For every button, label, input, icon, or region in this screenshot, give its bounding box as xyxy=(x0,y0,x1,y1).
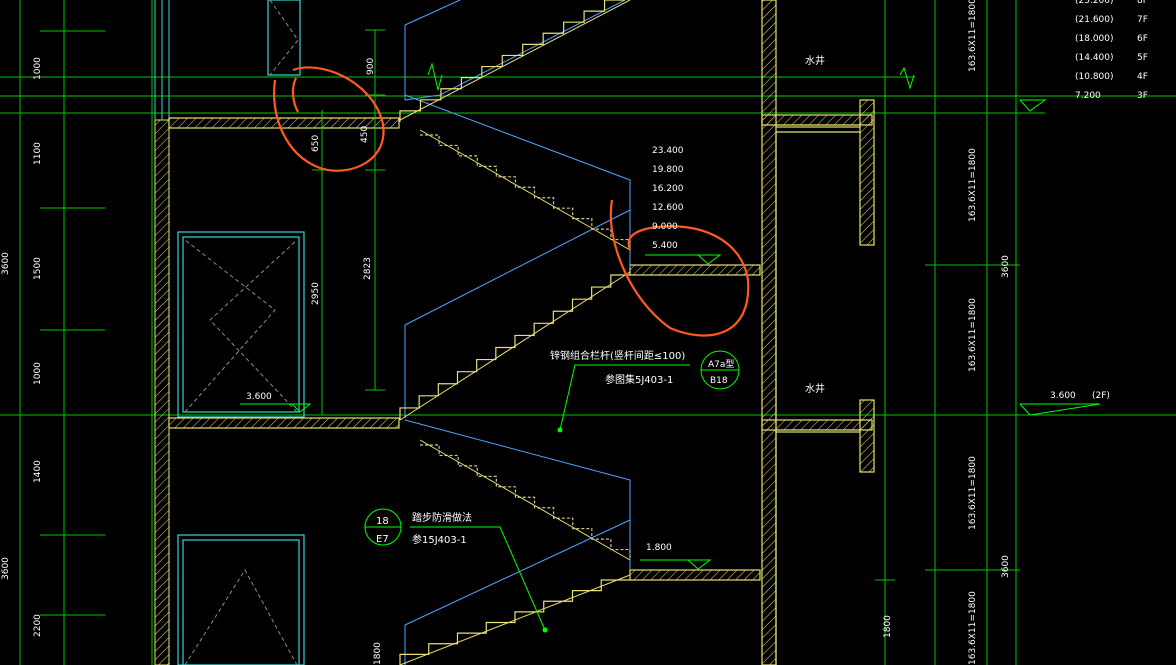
step-callout-bottom: E7 xyxy=(376,534,389,545)
left-dim-2: 1100 xyxy=(33,142,43,165)
railing-callout-bottom: B18 xyxy=(710,376,728,386)
stair-step-run xyxy=(399,579,630,665)
window-swings xyxy=(184,0,299,665)
stair-step-run xyxy=(420,444,631,560)
review-markups xyxy=(273,66,750,337)
elevation-stack-item: 23.400 xyxy=(652,146,684,156)
dimension-lines xyxy=(312,0,936,665)
inner-dim-2823: 2823 xyxy=(363,257,373,280)
right-dim-3: 3600 xyxy=(1001,255,1011,278)
floor-table-floor: 4F xyxy=(1137,72,1148,82)
right-dim-6: 3600 xyxy=(1001,555,1011,578)
inner-dim-1800b: 1800 xyxy=(373,642,383,665)
leader-lines xyxy=(364,350,740,633)
left-dim-1: 1000 xyxy=(33,57,43,80)
stair-step-run xyxy=(399,0,625,122)
floor-slabs xyxy=(168,114,873,581)
right-dim-1: 163.6X11=1800 xyxy=(968,0,978,72)
floor-table-elev: 7.200 xyxy=(1075,91,1101,101)
markup-tick xyxy=(291,77,299,113)
left-dim-6: 1400 xyxy=(33,460,43,483)
landing-level-3600: 3.600 xyxy=(246,392,272,402)
floor-table-floor: 7F xyxy=(1137,15,1148,25)
inner-dim-900: 900 xyxy=(366,58,376,75)
elevation-stack-item: 12.600 xyxy=(652,203,684,213)
step-ref: 参15J403-1 xyxy=(412,533,467,546)
left-wall xyxy=(154,0,170,665)
elevation-stack: 23.400 19.800 16.200 12.600 9.000 5.400 xyxy=(652,146,684,251)
floor-table-elev: (18.000) xyxy=(1075,34,1114,44)
grid-ticks xyxy=(40,30,1020,616)
floor-table: (25.200) 8F (21.600) 7F (18.000) 6F (14.400) 5F… xyxy=(1075,0,1148,101)
floor-table-floor: 6F xyxy=(1137,34,1148,44)
right-level-floor: (2F) xyxy=(1092,391,1110,401)
elevation-stack-item: 16.200 xyxy=(652,184,684,194)
break-lines xyxy=(427,62,915,91)
floor-table-floor: 3F xyxy=(1137,91,1148,101)
right-walls xyxy=(761,0,875,665)
railing-callout-top: A7a型 xyxy=(708,359,734,370)
left-dim-4: 1500 xyxy=(33,257,43,280)
step-note: 踏步防滑做法 xyxy=(412,511,472,524)
landing-level-1800: 1.800 xyxy=(646,543,672,553)
inner-dim-2950: 2950 xyxy=(311,282,321,305)
left-dim-8: 2200 xyxy=(33,614,43,637)
left-dim-7: 3600 xyxy=(1,557,11,580)
inner-dim-450: 450 xyxy=(360,126,370,143)
step-callout-top: 18 xyxy=(376,516,389,527)
elevation-stack-item: 5.400 xyxy=(652,241,678,251)
left-dim-3: 3600 xyxy=(1,252,11,275)
left-dim-5: 1000 xyxy=(33,362,43,385)
inner-dim-1800a: 1800 xyxy=(883,615,893,638)
floor-table-elev: (10.800) xyxy=(1075,72,1114,82)
right-dim-5: 163.6X11=1800 xyxy=(968,456,978,530)
elevation-stack-item: 9.000 xyxy=(652,222,678,232)
stair-step-run xyxy=(420,134,631,250)
markup-circle-top xyxy=(273,66,385,172)
railing-ref: 参图集5J403-1 xyxy=(605,373,673,386)
window-frames xyxy=(177,0,305,665)
right-dim-4: 163.6X11=1800 xyxy=(968,298,978,372)
elevation-stack-item: 19.800 xyxy=(652,165,684,175)
floor-table-elev: (25.200) xyxy=(1075,0,1114,6)
railing-note: 锌钢组合栏杆(竖杆间距≤100) xyxy=(550,349,685,362)
water-shaft-label-bottom: 水井 xyxy=(805,382,825,395)
floor-table-elev: (21.600) xyxy=(1075,15,1114,25)
stair-steps xyxy=(399,0,631,665)
right-level-value: 3.600 xyxy=(1050,391,1076,401)
water-shaft-label-top: 水井 xyxy=(805,54,825,67)
right-dim-2: 163.6X11=1800 xyxy=(968,148,978,222)
stair-soffits xyxy=(399,0,631,665)
right-dim-7: 163.6X11=1800 xyxy=(968,591,978,665)
elevation-markers xyxy=(240,99,1101,570)
floor-table-elev: (14.400) xyxy=(1075,53,1114,63)
floor-table-floor: 5F xyxy=(1137,53,1148,63)
inner-dim-650: 650 xyxy=(311,135,321,152)
markup-circle-mid xyxy=(609,199,750,337)
floor-table-floor: 8F xyxy=(1137,0,1148,6)
